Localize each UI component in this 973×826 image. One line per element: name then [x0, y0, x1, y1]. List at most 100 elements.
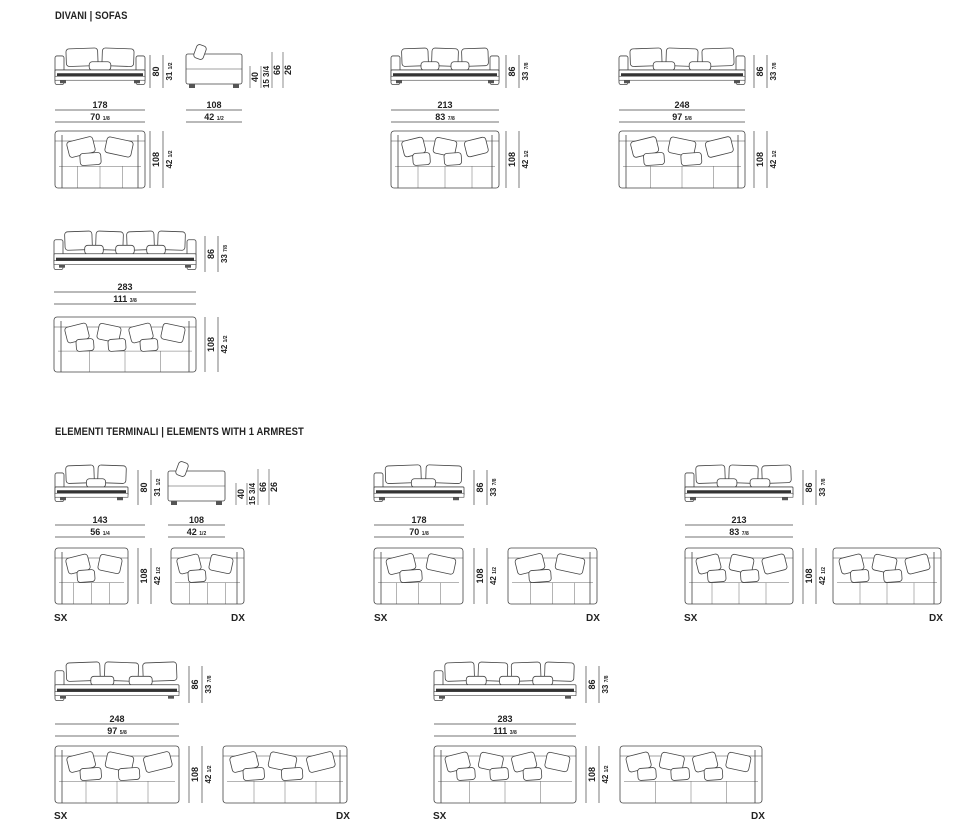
pillow [528, 569, 552, 583]
side-dimension-label: 66 [272, 65, 282, 75]
vertical-cm-label: 86 [587, 679, 597, 689]
base-band [436, 688, 574, 692]
side-dimension-label: 26 [283, 65, 293, 75]
element-213-sx-label-text: SX [684, 613, 698, 624]
pillow [461, 47, 489, 67]
foot [690, 497, 696, 501]
pillow [65, 464, 95, 484]
pillow [904, 553, 931, 575]
pillow [554, 553, 586, 575]
pillow [95, 230, 124, 251]
element-143-plan-dx [170, 547, 245, 605]
sofa-248-plan [618, 130, 746, 189]
element-248-front [54, 661, 180, 702]
vertical-inch-label: 33 7/8 [521, 62, 530, 80]
vertical-inch-label: 33 7/8 [818, 478, 827, 496]
side-width-inch-label: 42 1/2 [187, 527, 207, 537]
dimension-inch-value: 31 [153, 485, 162, 496]
vertical-inch-label: 33 7/8 [769, 62, 778, 80]
pillow [704, 136, 734, 158]
foot [453, 497, 459, 501]
dimension-inch-fraction: 1/2 [772, 150, 778, 157]
pillow [465, 675, 487, 686]
dimension-inch-value: 33 [601, 682, 610, 693]
element-178-front [373, 464, 465, 502]
vertical-cm-label: 86 [755, 66, 765, 76]
foot [117, 497, 123, 501]
pillow [412, 152, 431, 166]
pillow [761, 464, 792, 484]
pillow [84, 244, 104, 255]
vertical-cm-label: 108 [206, 337, 216, 352]
pillow [86, 478, 107, 488]
pillow [126, 230, 155, 251]
foot [60, 80, 66, 84]
vertical-cm-label: 86 [475, 482, 485, 492]
pillow [401, 47, 429, 67]
vertical-inch-label: 42 1/2 [153, 567, 162, 585]
vertical-inch-label: 33 7/8 [220, 245, 229, 263]
sofa-178-plan [54, 130, 146, 189]
dimension-inch-value: 42 [204, 772, 213, 783]
width-cm-label: 248 [109, 714, 124, 724]
vertical-cm-label: 108 [151, 152, 161, 167]
width-cm-label: 213 [437, 100, 452, 110]
pillow [104, 136, 134, 158]
pillow [761, 553, 788, 575]
pillow [101, 47, 135, 67]
dimension-inch-value: 70 [409, 527, 422, 537]
element-213-dx-label-text: DX [929, 613, 943, 624]
sofa-178-depth-dim: 108 42 1/2 [149, 131, 174, 188]
width-inch-label: 83 7/8 [435, 112, 455, 122]
dimension-inch-fraction: 1/2 [156, 567, 162, 574]
dimension-inch-value: 42 [601, 772, 610, 783]
pillow [463, 136, 489, 158]
side-dimension-label: 15 3/4 [248, 482, 257, 505]
pillow [79, 767, 102, 781]
pillow [107, 338, 127, 352]
vertical-cm-label: 108 [587, 767, 597, 782]
element-178-sx-label: SX [374, 613, 388, 624]
pillow [665, 47, 699, 67]
sofa-178-side [185, 44, 243, 88]
side-dimension-label: 26 [269, 482, 279, 492]
pillow [680, 152, 703, 166]
pillow [139, 338, 159, 352]
pillow [267, 751, 298, 773]
dimension-inch-value: 33 [769, 69, 778, 80]
width-cm-label: 248 [674, 100, 689, 110]
vertical-cm-label: 108 [804, 568, 814, 583]
pillow [670, 767, 690, 781]
pillow [522, 767, 543, 781]
element-143-sx-label: SX [54, 613, 68, 624]
vertical-cm-label: 86 [206, 249, 216, 259]
pillow [883, 569, 903, 583]
pillow [499, 675, 520, 686]
element-143-front [54, 464, 129, 502]
foot [60, 695, 66, 699]
pillow [146, 244, 166, 255]
vertical-cm-label: 108 [190, 767, 200, 782]
dimension-inch-fraction: 1/2 [168, 150, 174, 157]
pillow [64, 230, 93, 251]
dimension-inch-value: 42 [187, 527, 200, 537]
pillow [695, 464, 726, 484]
element-178-dx-label-text: DX [586, 613, 600, 624]
dimension-inch-value: 33 [521, 69, 530, 80]
dimension-inch-value: 31 [165, 69, 174, 80]
dimension-inch-value: 42 [220, 342, 229, 353]
vertical-inch-label: 31 1/2 [165, 62, 174, 80]
vertical-inch-label: 33 7/8 [204, 675, 213, 693]
width-cm-label: 213 [731, 515, 746, 525]
width-inch-label: 70 1/8 [90, 112, 110, 122]
dimension-inch-fraction: 3/8 [130, 298, 137, 304]
vertical-inch-label: 42 1/2 [165, 150, 174, 168]
width-cm-label: 283 [497, 714, 512, 724]
